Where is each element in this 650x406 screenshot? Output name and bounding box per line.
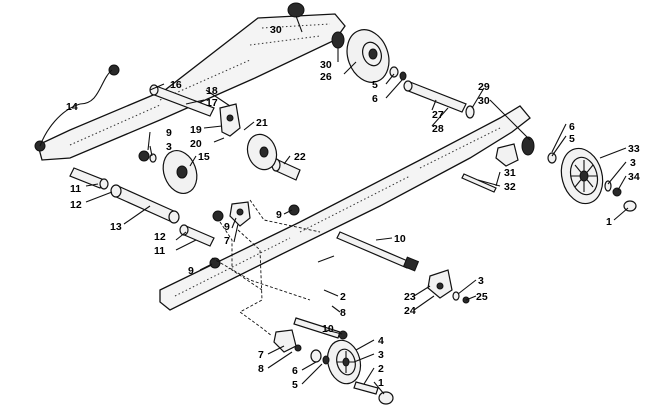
callout-3-right: 3 [630,157,636,169]
callout-26: 26 [320,71,332,83]
callout-4: 4 [378,335,384,347]
callout-30-wheel: 30 [320,59,332,71]
bogie-wheel-21 [246,133,278,171]
callout-11-left: 11 [70,183,81,195]
leader-lines [39,15,629,395]
bracket-7-lower [273,329,302,353]
long-bolt-lower [293,317,348,340]
bearing-30-top [287,2,305,18]
callout-27: 27 [432,109,444,121]
washer-29 [465,105,475,119]
callout-1-lower: 1 [378,377,384,389]
right-slide-rail [159,105,531,311]
callout-28: 28 [432,123,444,135]
callout-2-mid: 2 [340,291,346,303]
arm-18 [219,103,241,137]
bearing-30-wheel [331,31,345,49]
idler-axle-upper [149,84,215,117]
callout-10-upper: 10 [394,233,406,245]
callout-6-upper: 6 [372,93,378,105]
callout-5-lower: 5 [292,379,298,391]
callout-33: 33 [628,143,640,155]
callout-5-upper: 5 [372,79,378,91]
callout-7-lower: 7 [258,349,264,361]
idler-wheel-26 [346,29,390,83]
callout-labels: 30 30 26 5 6 29 30 27 28 6 5 33 3 34 1 3… [66,24,640,391]
nut-9-upper [138,150,157,163]
callout-34: 34 [628,171,640,183]
callout-16: 16 [170,79,182,91]
bogie-wheel-15 [162,150,198,194]
callout-6-right: 6 [569,121,575,133]
cross-shaft-long [110,184,180,224]
callout-8-mid: 8 [340,307,346,319]
long-bolt-upper [336,231,420,272]
callout-10-lower: 10 [322,323,334,335]
callout-18: 18 [206,85,218,97]
bearing-30-right [521,136,535,156]
callout-21: 21 [256,117,268,129]
callout-5-right: 5 [569,133,575,145]
callout-25: 25 [476,291,488,303]
nut-9-mid [209,204,300,269]
callout-20: 20 [190,138,202,150]
axle-tube-left [69,167,109,190]
callout-3-mid: 3 [478,275,484,287]
idler-wheel-33 [560,147,604,205]
idler-axle-rear [403,80,467,113]
callout-23: 23 [404,291,416,303]
callout-24: 24 [404,305,416,317]
callout-6-lower: 6 [292,365,298,377]
axle-tube-right [179,224,215,247]
washer-6-5-lower [310,349,330,365]
callout-3-lower: 3 [378,349,384,361]
callout-9-mid: 9 [276,209,282,221]
callout-2-lower: 2 [378,363,384,375]
callout-30-top: 30 [270,24,282,36]
callout-32: 32 [504,181,516,193]
callout-31: 31 [504,167,516,179]
callout-7-upper: 7 [224,235,230,247]
left-slide-rail [37,13,346,161]
callout-14: 14 [66,101,78,113]
washer-5-6 [389,66,407,81]
callout-12-right: 12 [154,231,166,243]
callout-30-right: 30 [478,95,490,107]
bolt-2-lower [353,381,394,405]
bearing-5-right [547,152,557,164]
callout-11-right: 11 [154,245,165,257]
callout-13: 13 [110,221,122,233]
callout-19: 19 [190,124,202,136]
callout-29: 29 [478,81,490,93]
callout-9-lower: 9 [188,265,194,277]
callout-8-lower: 8 [258,363,264,375]
callout-9-bracket: 9 [224,221,230,233]
callout-22: 22 [294,151,306,163]
callout-3-upper: 3 [166,141,172,153]
callout-9-upper: 9 [166,127,172,139]
callout-12-left: 12 [70,199,82,211]
bracket-23 [427,269,453,299]
bracket-7-upper [229,201,251,227]
washer-3-25 [452,291,470,304]
bracket-31-mount [495,143,519,167]
callout-17: 17 [206,97,218,109]
idler-wheel-4 [326,339,362,385]
callout-1-right: 1 [606,216,612,228]
bolt-31 [461,173,497,193]
callout-15: 15 [198,151,210,163]
